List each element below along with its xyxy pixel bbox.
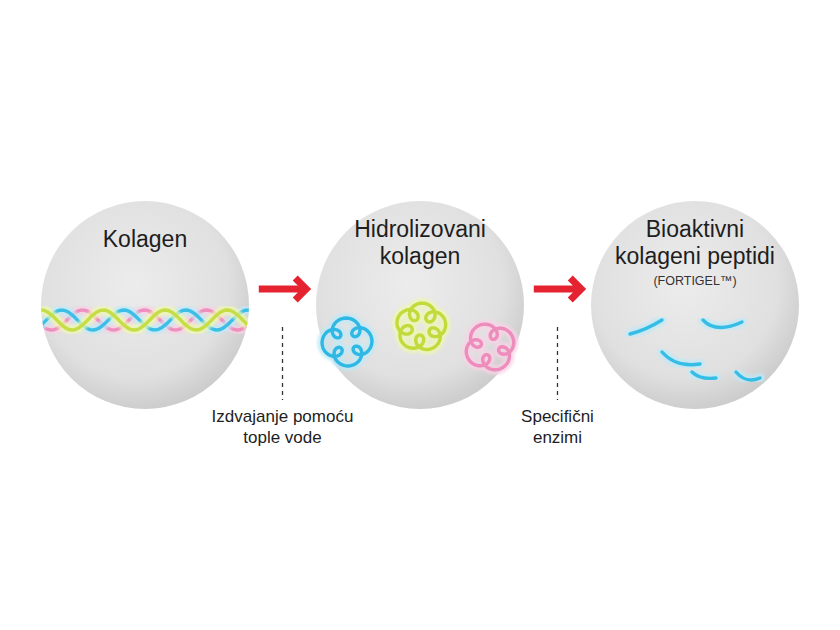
circle-fill xyxy=(591,201,799,409)
leader-line xyxy=(557,327,558,400)
helix-strand xyxy=(36,310,252,330)
arrow-head xyxy=(295,278,306,300)
node-title: Hidrolizovani kolagen xyxy=(330,216,510,270)
helix-strand xyxy=(36,310,252,330)
arrow-shaft xyxy=(534,286,577,293)
node-title: Kolagen xyxy=(103,226,187,253)
node-subtitle: (FORTIGEL™) xyxy=(653,272,736,290)
circle-fill xyxy=(316,201,524,409)
helix-strand-halo xyxy=(36,310,252,330)
collagen-triple-helix xyxy=(36,310,252,330)
helix-strand-halo xyxy=(36,310,252,330)
process-circle: Kolagen xyxy=(40,200,250,410)
text-stack: Bioaktivni kolageni peptidi (FORTIGEL™) xyxy=(600,200,790,290)
step-label: Izdvajanje pomoću tople vode xyxy=(196,406,370,448)
leader-line xyxy=(282,327,283,400)
helix-strand-halo xyxy=(36,310,252,330)
process-arrow xyxy=(534,278,581,400)
arrow-head xyxy=(570,278,581,300)
text-stack: Hidrolizovani kolagen xyxy=(325,200,515,270)
process-arrow xyxy=(259,278,306,400)
arrow-shaft xyxy=(259,286,302,293)
process-circle: Hidrolizovani kolagen xyxy=(315,200,525,410)
text-stack: Kolagen xyxy=(50,200,240,253)
node-title: Bioaktivni kolageni peptidi xyxy=(605,216,785,270)
step-label: Specifični enzimi xyxy=(501,406,615,448)
circle-fill xyxy=(41,201,249,409)
process-circle: Bioaktivni kolageni peptidi (FORTIGEL™) xyxy=(590,200,800,410)
helix-strand xyxy=(36,310,252,330)
